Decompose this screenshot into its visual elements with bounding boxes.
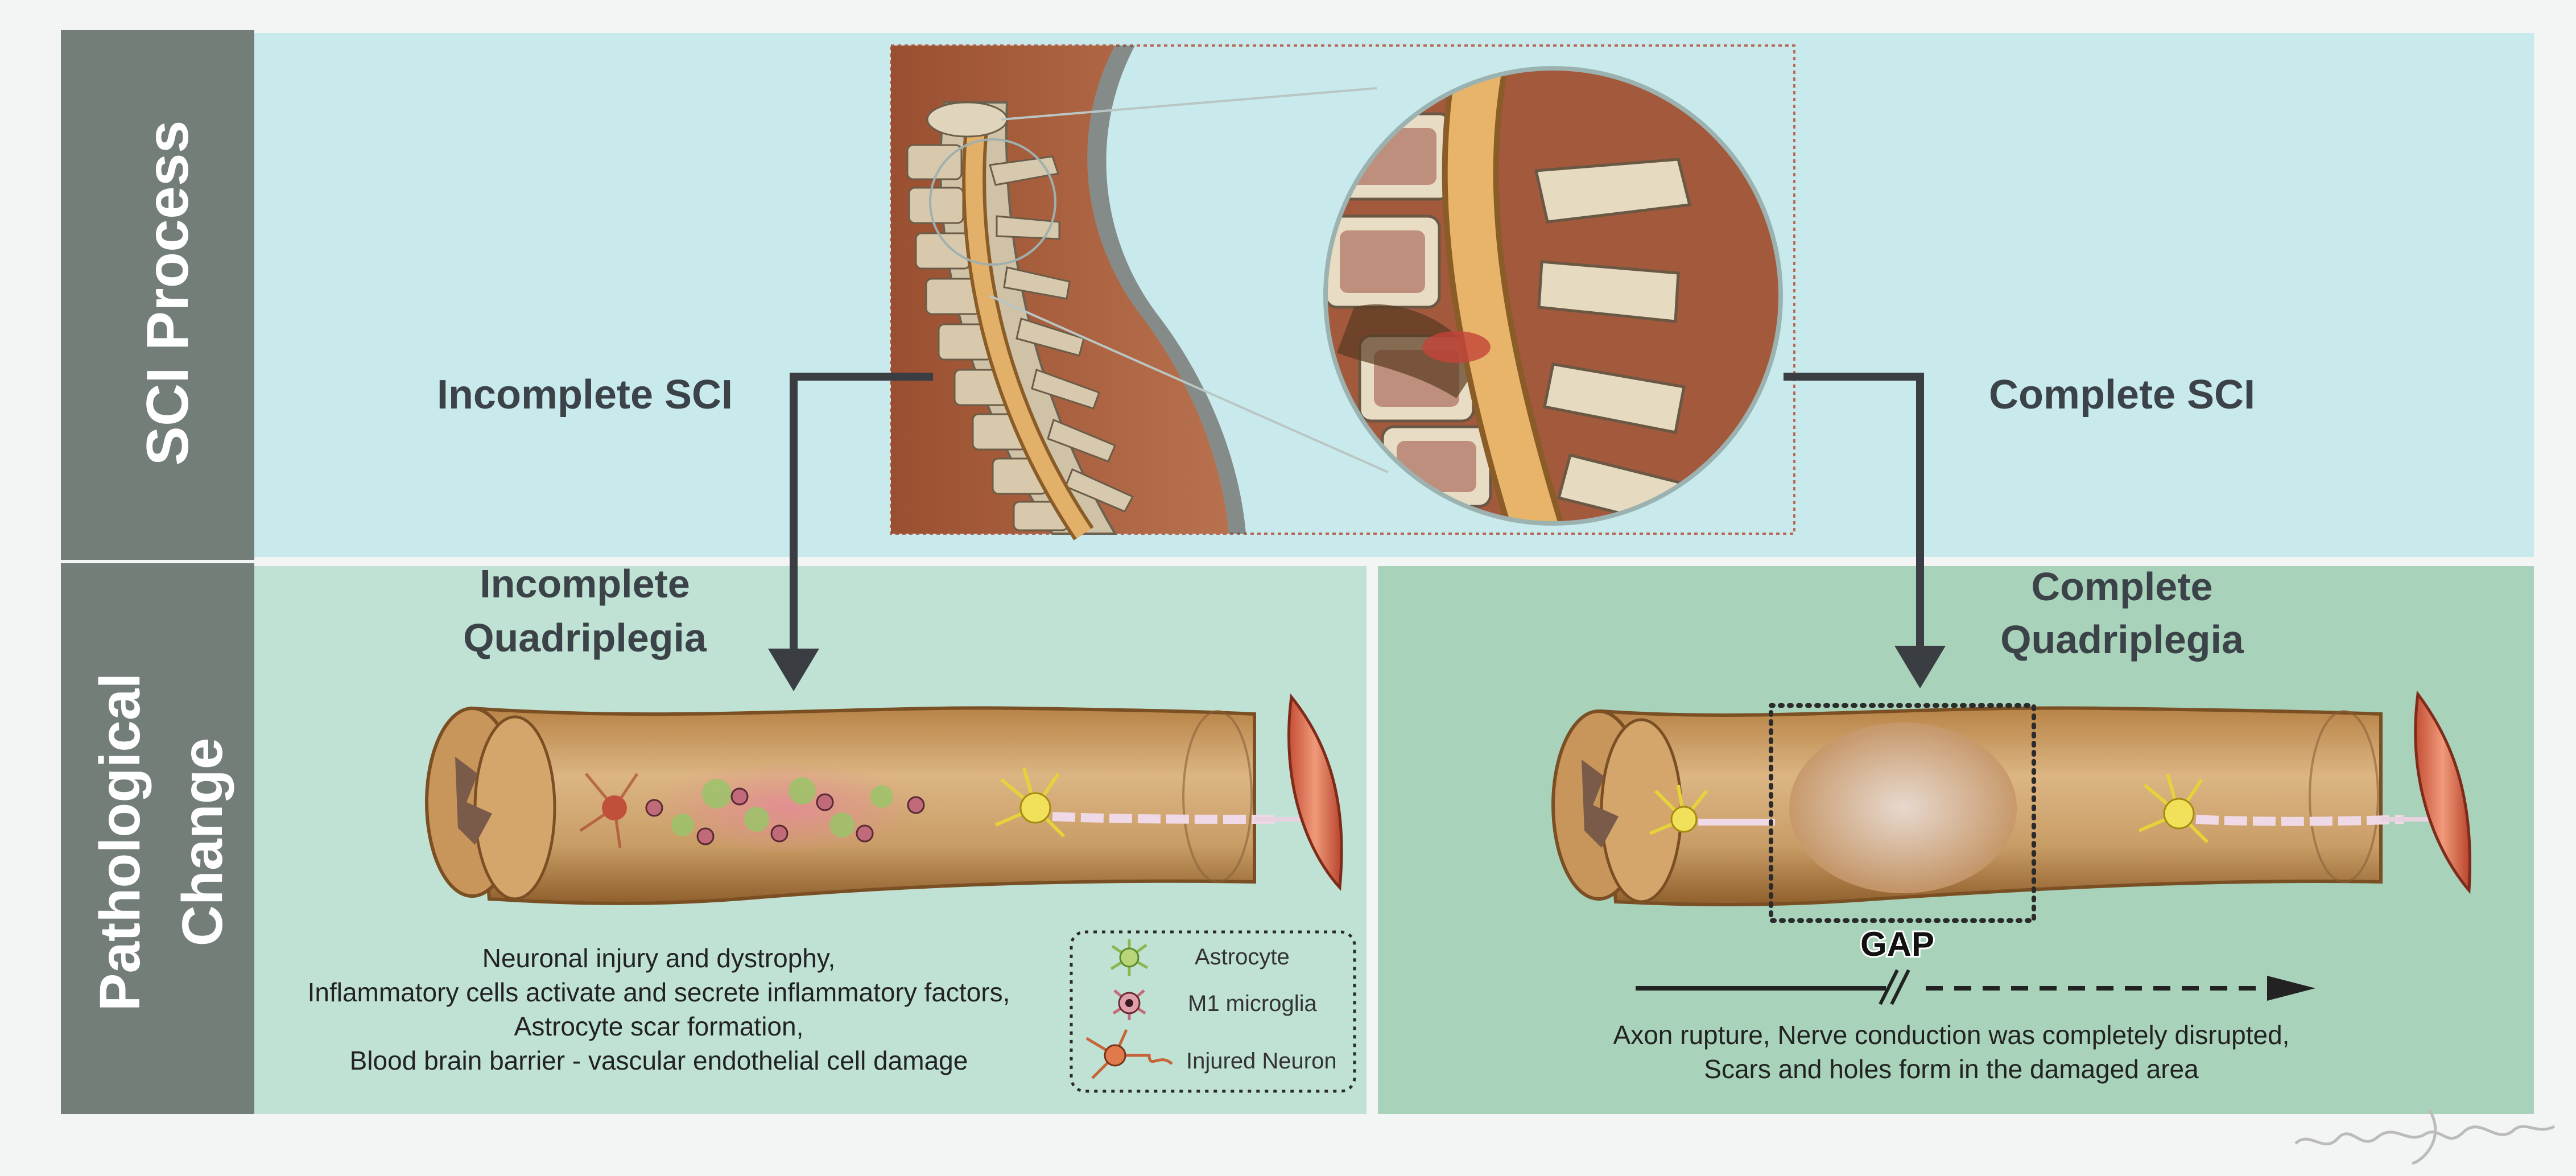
incomplete-quadriplegia-title-line2: Quadriplegia xyxy=(463,616,707,660)
legend-astrocyte: Astrocyte xyxy=(1195,944,1290,969)
injured-neuron-legend-icon xyxy=(1085,1029,1173,1079)
pathological-change-label: Pathological Change xyxy=(88,673,234,1012)
incomplete-sci-label: Incomplete SCI xyxy=(437,372,733,418)
muscle-right xyxy=(2414,690,2472,894)
incomplete-desc-line3: Astrocyte scar formation, xyxy=(514,1012,804,1041)
spine-illustration xyxy=(890,44,1795,540)
incomplete-quadriplegia-title-line1: Incomplete xyxy=(480,562,690,606)
complete-cord-segment xyxy=(1551,703,2429,923)
sci-process-label: SCI Process xyxy=(135,121,201,466)
cell-legend: Astrocyte M1 microglia Injured Neuron xyxy=(1070,930,1356,1093)
legend-injured-neuron: Injured Neuron xyxy=(1186,1049,1337,1074)
incomplete-cord-segment xyxy=(425,706,1303,905)
complete-quadriplegia-title-line1: Complete xyxy=(2032,564,2213,609)
astrocyte-legend-icon xyxy=(1110,939,1149,976)
microglia-legend-icon xyxy=(1112,989,1146,1020)
vertebral-column xyxy=(906,101,1134,540)
complete-flow-arrow xyxy=(1784,373,1946,688)
gap-region-box xyxy=(1769,703,2036,923)
complete-sci-label: Complete SCI xyxy=(1989,372,2255,418)
pathological-label-line2: Change xyxy=(171,738,234,947)
complete-desc-line1: Axon rupture, Nerve conduction was compl… xyxy=(1613,1020,2290,1050)
complete-description: Axon rupture, Nerve conduction was compl… xyxy=(1613,1020,2290,1084)
pathological-change-label-band xyxy=(61,563,254,1114)
complete-quadriplegia-title-line2: Quadriplegia xyxy=(2000,617,2244,662)
pathological-label-line1: Pathological xyxy=(88,673,152,1012)
incomplete-desc-line1: Neuronal injury and dystrophy, xyxy=(482,943,835,973)
disrupted-conduction-arrow xyxy=(1636,969,2315,1005)
incomplete-desc-line4: Blood brain barrier - vascular endotheli… xyxy=(350,1046,968,1075)
muscle-left xyxy=(1287,693,1343,891)
incomplete-description: Neuronal injury and dystrophy, Inflammat… xyxy=(308,943,1010,1075)
magnified-injury-site xyxy=(1326,68,1781,523)
gap-label: GAP xyxy=(1860,925,1934,963)
complete-desc-line2: Scars and holes form in the damaged area xyxy=(1704,1054,2199,1084)
incomplete-desc-line2: Inflammatory cells activate and secrete … xyxy=(308,977,1010,1007)
legend-m1-microglia: M1 microglia xyxy=(1188,991,1317,1016)
artist-signature xyxy=(2294,1108,2556,1165)
sci-process-label-band xyxy=(61,30,254,560)
incomplete-flow-arrow xyxy=(768,373,933,691)
